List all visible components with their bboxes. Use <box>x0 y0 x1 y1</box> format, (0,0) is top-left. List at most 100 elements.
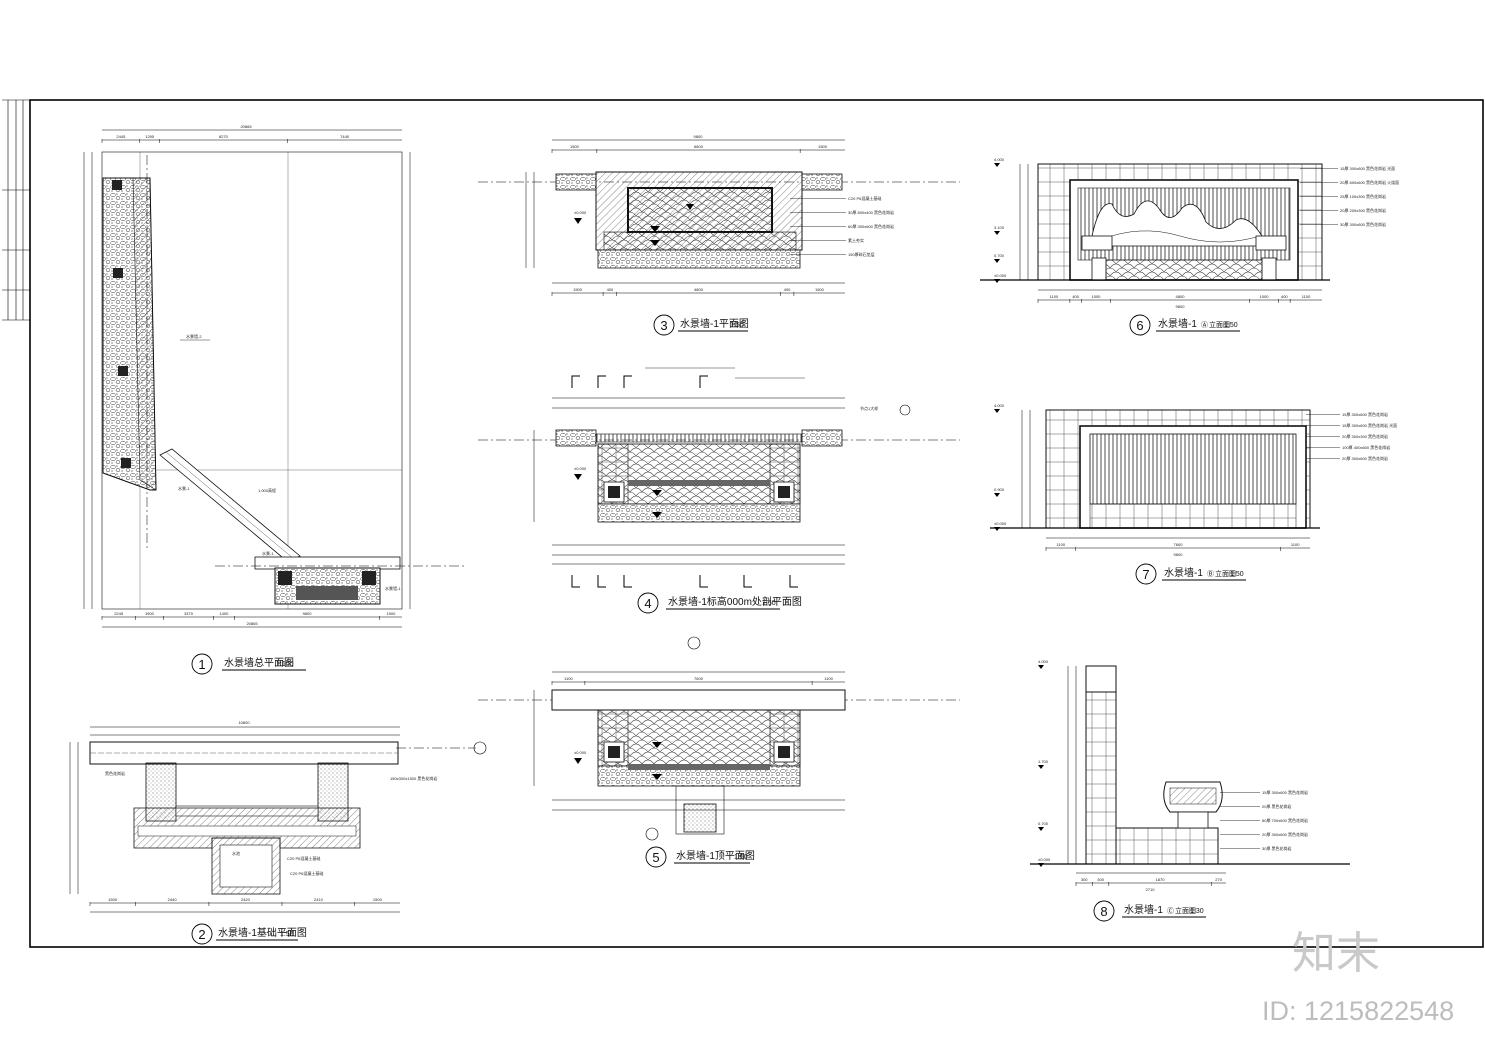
v8-bottom-dims-0: 300 <box>1081 877 1088 882</box>
v7-notes-2: 20厚 300x300 黑色花岗岩 <box>1342 433 1388 439</box>
watermark: 知末 ID: 1215822548 <box>1262 929 1454 1026</box>
svg-text:C20 P6混凝土基础: C20 P6混凝土基础 <box>287 855 320 861</box>
view-5-title: 水景墙-1顶平面图 <box>676 849 755 862</box>
v7-total-dim: 9800 <box>1174 552 1184 557</box>
v2-bottom-dims-1: 2440 <box>168 897 178 902</box>
view-7-title-suffix: 立面图 <box>1215 569 1236 578</box>
v7-notes-3: 100厚 400x600 黑色花岗岩 <box>1342 444 1390 450</box>
view-2-scale: 1:50 <box>280 931 294 938</box>
v4-section-marks <box>571 375 798 588</box>
v7-bottom-dims-2: 1100 <box>1291 542 1300 547</box>
title-view-5: 5 水景墙-1顶平面图 1:50 <box>645 846 755 868</box>
view-8-scale: 1:30 <box>1190 908 1204 915</box>
svg-text:±0.000: ±0.000 <box>574 750 587 755</box>
view-4-section-plan: ±0.000 节点1大样 <box>478 367 960 588</box>
v8-levels-marker-3 <box>1038 863 1044 867</box>
v5-top-dims-0: 1100 <box>564 676 573 681</box>
v1-bottom-dims-2: 3370 <box>184 611 194 616</box>
v7-levels-marker-0 <box>994 409 1000 413</box>
svg-text:水景-1: 水景-1 <box>178 485 190 491</box>
v7-levels-0: 4.000 <box>994 403 1005 408</box>
title-block-strip <box>2 99 30 321</box>
v3-notes-2: 60厚 300x600 黑色花岗岩 <box>848 223 894 229</box>
v7-levels-1: 0.900 <box>994 487 1005 492</box>
view-3-number: 3 <box>660 318 667 333</box>
v7-notes-4: 20厚 300x600 黑色花岗岩 <box>1342 455 1388 461</box>
view-8-number: 8 <box>1100 904 1107 919</box>
svg-text:水景墙-1: 水景墙-1 <box>385 585 401 591</box>
svg-text:节点1大样: 节点1大样 <box>860 405 878 411</box>
view-6-title: 水景墙-1 <box>1158 317 1197 330</box>
title-view-2: 2 水景墙-1基础平面图 1:50 <box>191 923 307 945</box>
title-view-1: 1 水景墙总平面图 1:100 <box>191 653 306 675</box>
v6-bottom-dims-2: 1000 <box>1092 294 1102 299</box>
view-7-scale: 1:50 <box>1230 571 1244 578</box>
view-8-title-suffix: 立面图 <box>1175 906 1196 915</box>
v6-levels-3: ±0.000 <box>994 273 1007 278</box>
v8-levels-1: 1.700 <box>1038 759 1049 764</box>
v3-notes-3: 素土夯实 <box>848 237 864 243</box>
v3-bottom-dims-3: 400 <box>784 287 791 292</box>
view-1-title: 水景墙总平面图 <box>224 656 294 669</box>
v8-notes-4: 30厚 黑色花岗岩 <box>1262 845 1292 851</box>
v8-notes-2: 60厚 700x600 黑色花岗岩 <box>1262 817 1308 823</box>
v1-top-dims-2: 8270 <box>219 134 229 139</box>
v1-bottom-dims-4: 9800 <box>303 611 313 616</box>
v8-bottom-dims-3: 270 <box>1215 877 1222 882</box>
view-6-title-suffix: 立面图 <box>1209 320 1230 329</box>
v3-notes-4: 150厚碎石垫层 <box>848 251 875 257</box>
v1-bottom-dims-0: 2245 <box>114 611 124 616</box>
v3-top2-dims-1: 6800 <box>694 144 704 149</box>
title-view-8: 8 水景墙-1 Ⓒ 立面图 1:30 <box>1093 900 1206 922</box>
svg-text:黑色花岗岩: 黑色花岗岩 <box>105 770 125 776</box>
v2-bottom-dims-4: 1500 <box>373 897 383 902</box>
v7-levels-marker-2 <box>994 527 1000 531</box>
view-1-number: 1 <box>198 657 205 672</box>
watermark-id: ID: 1215822548 <box>1262 996 1454 1026</box>
title-view-6: 6 水景墙-1 Ⓐ 立面图 1:50 <box>1129 314 1240 336</box>
v6-notes-1: 20厚 600x600 黑色花岗岩 火烧面 <box>1340 179 1399 185</box>
title-view-4: 4 水景墙-1标高000m处剖平面图 1:50 <box>637 592 802 614</box>
v2-bottom-dims-2: 2420 <box>241 897 251 902</box>
view-3-scale: 1:50 <box>730 322 744 329</box>
v8-notes-0: 15厚 300x600 黑色花岗岩 <box>1262 789 1308 795</box>
v3-bottom-dims-4: 1500 <box>815 287 825 292</box>
v6-levels-0: 4.000 <box>994 157 1005 162</box>
svg-text:±0.000: ±0.000 <box>574 466 587 471</box>
svg-text:水景墙-2: 水景墙-2 <box>186 333 202 339</box>
v6-notes-4: 30厚 300x600 黑色花岗岩 <box>1340 221 1386 227</box>
v7-notes-1: 15厚 300x600 黑色花岗岩 光面 <box>1342 422 1397 428</box>
v6-levels-1: 3.100 <box>994 225 1005 230</box>
v2-bottom-dims-3: 2410 <box>314 897 324 902</box>
v2-bottom-dims-0: 1500 <box>108 897 118 902</box>
v6-notes-2: 25厚 100x300 黑色花岗岩 <box>1340 193 1386 199</box>
v6-levels-marker-2 <box>994 259 1000 263</box>
v8-notes-3: 20厚 300x600 黑色花岗岩 <box>1262 831 1308 837</box>
svg-text:C20 P6混凝土基础: C20 P6混凝土基础 <box>290 870 323 876</box>
v8-bottom-dims-2: 1870 <box>1156 877 1166 882</box>
v1-bottom-dims-1: 1900 <box>145 611 155 616</box>
v8-levels-0: 4.000 <box>1038 659 1049 664</box>
v3-top2-dims-2: 1500 <box>818 144 828 149</box>
v7-bottom-dims-0: 1100 <box>1057 542 1066 547</box>
v8-levels-2: 0.700 <box>1038 821 1049 826</box>
view-2-foundation-plan: 10800 水池 150x300x1500 黑色花岗岩 C20 P6混凝土基础 … <box>69 720 487 913</box>
v1-top-dims-1: 1295 <box>145 134 155 139</box>
v3-top-dim: 9800 <box>694 134 704 139</box>
v6-bottom-dims-4: 1000 <box>1260 294 1270 299</box>
title-view-3: 3 水景墙-1平面图 1:50 <box>653 314 749 336</box>
title-view-7: 7 水景墙-1 Ⓑ 立面图 1:50 <box>1135 563 1246 585</box>
svg-text:水池: 水池 <box>232 850 240 856</box>
svg-text:水景-1: 水景-1 <box>262 550 274 556</box>
view-6-mark: Ⓐ <box>1201 321 1208 329</box>
v8-levels-marker-0 <box>1038 665 1044 669</box>
view-2-number: 2 <box>198 927 205 942</box>
v6-notes-0: 15厚 300x600 黑色花岗岩 光面 <box>1340 165 1395 171</box>
v3-notes-1: 30厚 800x400 黑色花岗岩 <box>848 209 894 215</box>
view-3-title: 水景墙-1平面图 <box>680 317 749 330</box>
svg-text:150x300x1500 黑色花岗岩: 150x300x1500 黑色花岗岩 <box>390 775 437 781</box>
